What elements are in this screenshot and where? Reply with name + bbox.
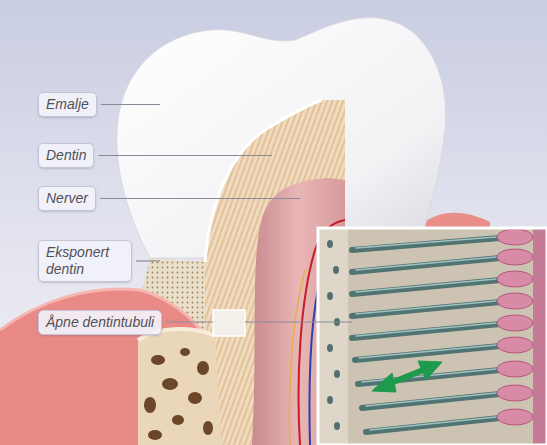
part-label: Emalje [46,96,89,113]
leader-line [166,321,213,322]
label-box: Dentin [38,143,94,168]
leader-line [98,155,272,156]
leader-lines [98,105,352,323]
leader-line [101,104,160,105]
label-box: Nerver [38,186,96,211]
part-label: Åpne dentintubuli [46,314,154,331]
leader-line [136,260,160,261]
leader-line [100,198,300,199]
leader-line [245,321,352,322]
label-box: Emalje [38,92,97,117]
part-label: Eksponert dentin [46,244,124,278]
label-box: Eksponert dentin [38,240,132,282]
part-label: Nerver [46,190,88,207]
part-label: Dentin [46,147,86,164]
label-box: Åpne dentintubuli [38,310,162,335]
